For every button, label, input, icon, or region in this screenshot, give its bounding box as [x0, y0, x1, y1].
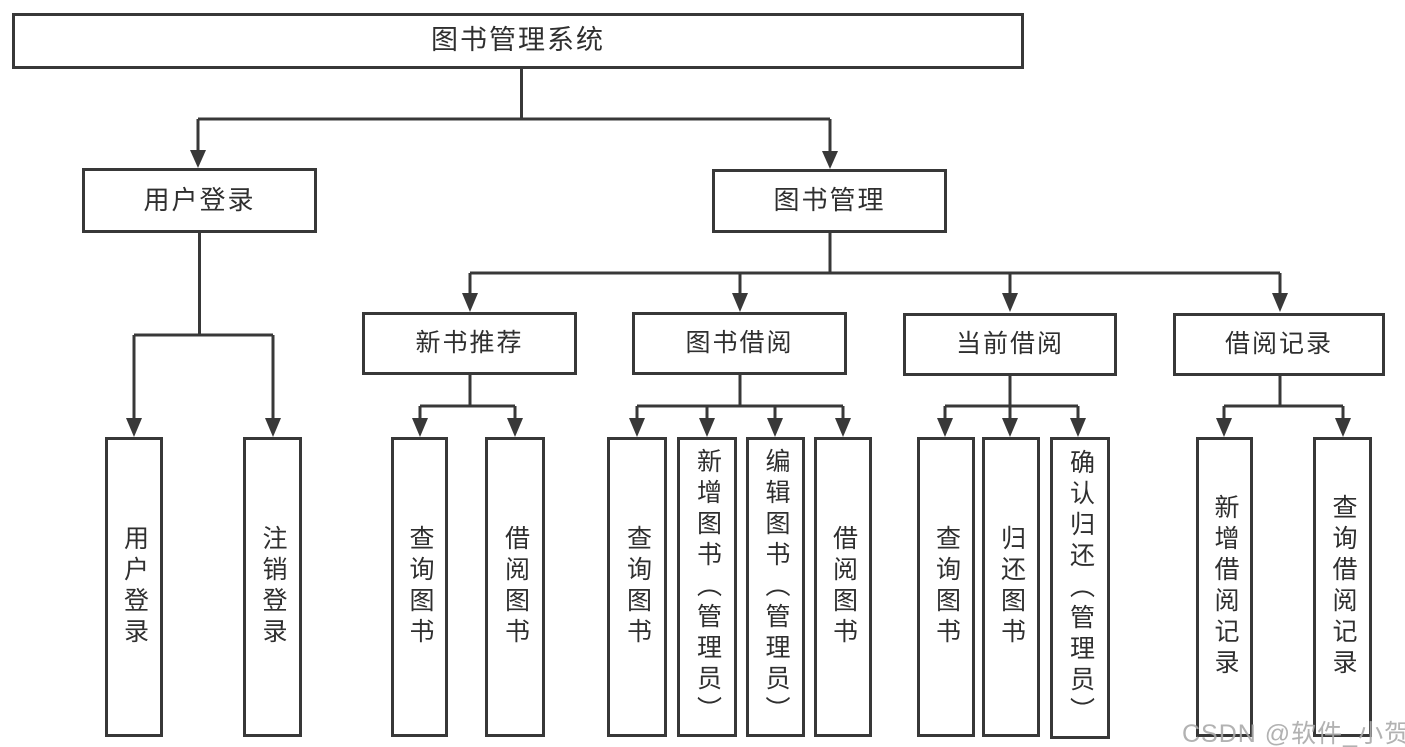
- leaf-add-books-admin: 新增图书（管理员）: [677, 437, 737, 737]
- leaf-edit-books-admin: 编辑图书（管理员）: [746, 437, 805, 737]
- leaf-confirm-return-admin: 确认归还（管理员）: [1050, 437, 1110, 739]
- connector-borrow-records-split: [1216, 375, 1351, 437]
- connector-root-split: [190, 68, 838, 169]
- csdn-watermark: CSDN @软件_小贺同学: [1182, 720, 1405, 747]
- node-library-management-system: 图书管理系统: [12, 13, 1024, 69]
- leaf-add-borrow-record: 新增借阅记录: [1196, 437, 1253, 737]
- leaf-current-query-books: 查询图书: [917, 437, 975, 737]
- node-borrow-records: 借阅记录: [1173, 313, 1385, 376]
- leaf-query-borrow-record: 查询借阅记录: [1313, 437, 1372, 737]
- connector-book-borrow-split: [629, 375, 851, 437]
- leaf-recommend-query-books: 查询图书: [391, 437, 448, 737]
- leaf-borrow-query-books: 查询图书: [607, 437, 667, 737]
- leaf-user-login: 用户登录: [105, 437, 163, 737]
- node-book-borrow: 图书借阅: [632, 312, 847, 375]
- leaf-logout: 注销登录: [243, 437, 302, 737]
- node-current-borrow: 当前借阅: [903, 313, 1117, 376]
- connector-book-management-split: [462, 233, 1288, 312]
- leaf-borrow-books: 借阅图书: [814, 437, 872, 737]
- node-new-book-recommend: 新书推荐: [362, 312, 577, 375]
- leaf-return-books: 归还图书: [982, 437, 1040, 737]
- leaf-recommend-borrow-books: 借阅图书: [485, 437, 545, 737]
- connector-user-login-split: [126, 233, 281, 437]
- connector-new-book-recommend-split: [412, 375, 523, 437]
- node-book-management: 图书管理: [712, 169, 947, 233]
- node-user-login: 用户登录: [82, 168, 317, 233]
- connector-current-borrow-split: [937, 375, 1086, 437]
